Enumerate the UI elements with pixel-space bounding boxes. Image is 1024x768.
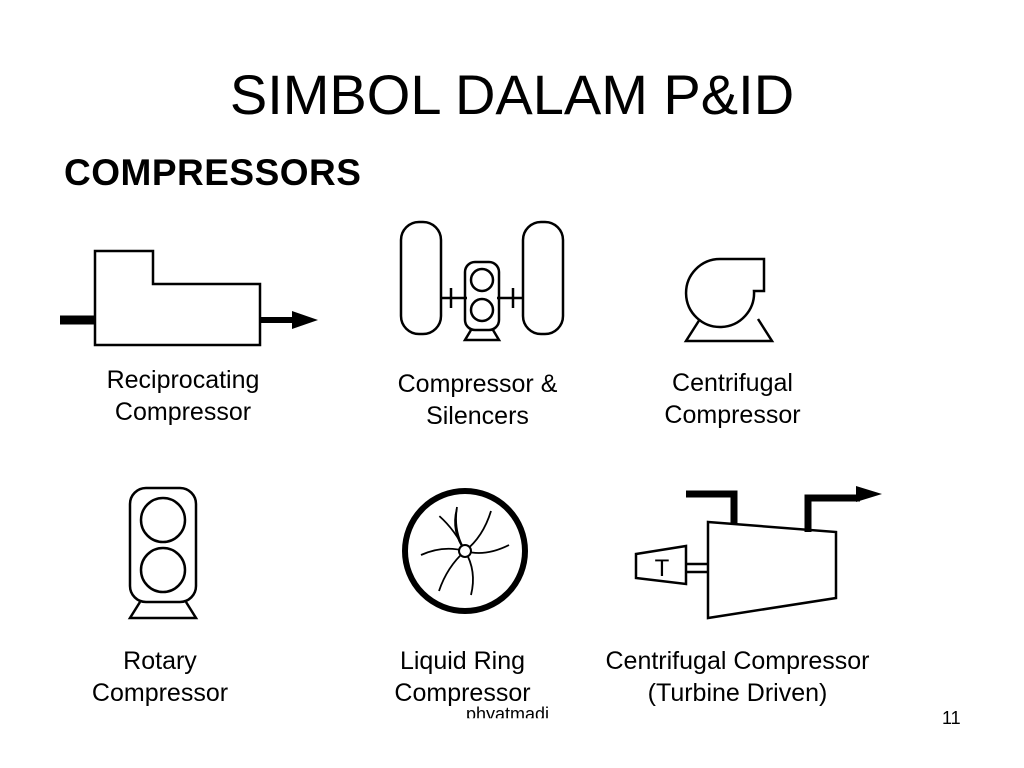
label-turbine-driven-compressor: Centrifugal Compressor (Turbine Driven) [575, 645, 900, 709]
section-heading: COMPRESSORS [64, 152, 362, 193]
label-line: Compressor & [397, 370, 558, 398]
label-line: Centrifugal [672, 369, 793, 397]
label-line: Silencers [426, 402, 529, 430]
label-line: Liquid Ring [399, 647, 526, 675]
page-number: 11 [942, 708, 961, 728]
reciprocating-compressor-symbol [58, 245, 318, 355]
footer-author: phyatmadi [466, 704, 550, 724]
liquid-ring-compressor-symbol [401, 487, 531, 617]
rotary-compressor-symbol [126, 484, 206, 624]
label-line: (Turbine Driven) [647, 679, 828, 707]
label-compressor-silencers: Compressor & Silencers [370, 368, 585, 432]
turbine-driven-compressor-symbol: T [628, 486, 882, 625]
compressor-silencers-symbol [395, 218, 575, 348]
label-line: Centrifugal Compressor [605, 647, 870, 675]
centrifugal-compressor-symbol [678, 255, 788, 350]
label-line: Reciprocating [106, 366, 260, 394]
label-liquid-ring-compressor: Liquid Ring Compressor [360, 645, 565, 709]
label-reciprocating-compressor: Reciprocating Compressor [78, 364, 288, 428]
label-line: Compressor [91, 679, 229, 707]
label-centrifugal-compressor: Centrifugal Compressor [630, 367, 835, 431]
label-rotary-compressor: Rotary Compressor [60, 645, 260, 709]
label-line: Compressor [664, 401, 801, 429]
label-line: Rotary [123, 647, 197, 675]
label-line: Compressor [394, 679, 531, 707]
label-line: Compressor [114, 398, 252, 426]
page-title: SIMBOL DALAM P&ID [229, 63, 795, 126]
turbine-letter: T [655, 555, 670, 582]
